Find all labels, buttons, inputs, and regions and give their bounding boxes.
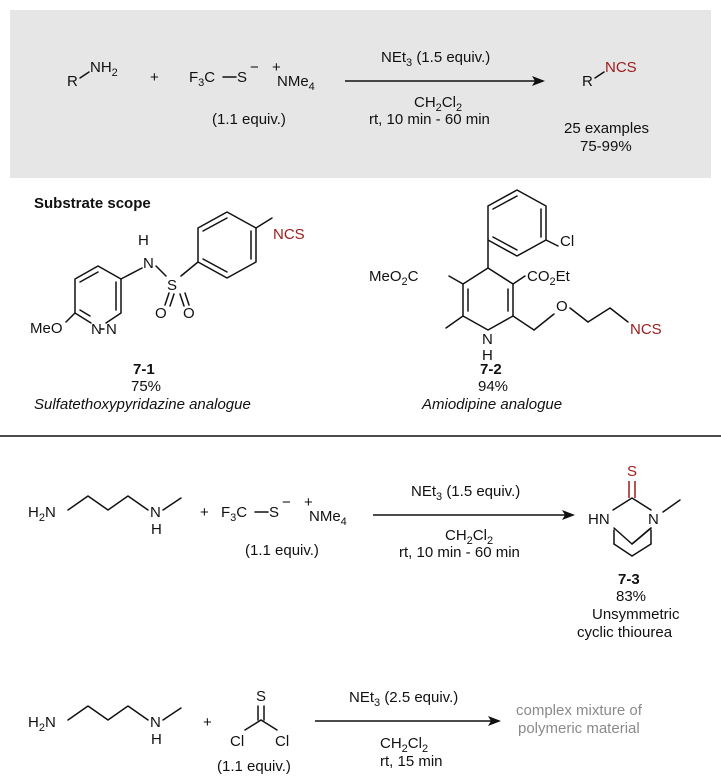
reagent-cf3-middle: F3C [221,504,247,524]
top-reaction-panel [10,10,711,178]
bottom-condition-solvent: CH2Cl2 [380,735,428,755]
sulfonamide-h: H [138,232,149,249]
reagent-equiv-middle: (1.1 equiv.) [245,542,319,559]
compound-7-1-name: Sulfatethoxypyridazine analogue [34,396,251,413]
trifluoromethanethiolate-reagent-middle: F3C S − + NMe4 (1.1 equiv.) [221,494,347,559]
sulfonyl-o2: O [183,305,195,322]
middle-condition-time: rt, 10 min - 60 min [399,544,520,561]
reagent-nme4: NMe4 [277,73,315,93]
compound2-ncs: NCS [630,321,662,338]
diamine-nh-n: N [150,504,161,521]
methyl-ester-label: MeO2C [369,268,419,288]
diamine-nh-h-bottom: H [151,731,162,748]
dihydropyridine-n: N [482,331,493,348]
thiophosgene-reagent: S Cl Cl (1.1 equiv.) [217,688,291,775]
diamine-nh-h: H [151,521,162,538]
diamine-nh-n-bottom: N [150,714,161,731]
dihydropyridine-h: H [482,347,493,364]
reagent-plus-middle: + [304,494,313,511]
thiophosgene-equiv: (1.1 equiv.) [217,758,291,775]
reagent-minus-middle: − [282,494,291,511]
diamine-reactant-bottom: H2N N H [28,705,182,748]
compound-7-3-number: 7-3 [618,571,640,588]
arrowhead-icon [562,510,575,520]
chlorine-label: Cl [560,233,574,250]
arrowhead-icon [532,76,545,86]
compound-7-2-number: 7-2 [480,361,502,378]
reagent-plus-charge: + [272,59,281,76]
sulfonamide-n: N [143,255,154,272]
thiophosgene-cl2: Cl [275,733,289,750]
compound-7-1-yield: 75% [131,378,161,395]
bottom-condition-base: NEt3 (2.5 equiv.) [349,689,458,709]
product-yield-range: 75-99% [580,138,632,155]
thiourea-hn: HN [588,511,610,528]
ether-o: O [556,298,568,315]
reagent-cf3: F3C [189,69,215,89]
sulfonyl-s: S [167,277,177,294]
pyridazine-n2: N [106,321,117,338]
cyclic-thiourea-product: S HN N [588,463,681,557]
substrate-scope-heading: Substrate scope [34,195,151,212]
middle-condition-base: NEt3 (1.5 equiv.) [411,483,520,503]
product-examples: 25 examples [564,120,649,137]
thiourea-sulfur: S [627,463,637,480]
reagent-sulfur: S [237,69,247,86]
bottom-outcome-line1: complex mixture of [516,702,643,719]
compound-7-3-desc2: cyclic thiourea [577,624,673,641]
reagent-nme4-middle: NMe4 [309,508,347,528]
compound-7-2-yield: 94% [478,378,508,395]
top-condition-solvent: CH2Cl2 [414,94,462,114]
ethyl-ester-label: CO2Et [527,268,571,288]
isothiocyanate-product: R NCS 25 examples 75-99% [564,59,649,155]
reagent-sulfur-middle: S [269,504,279,521]
bottom-outcome-line2: polymeric material [518,720,640,737]
compound-7-1-number: 7-1 [133,361,155,378]
methoxy-label: MeO [30,320,63,337]
sulfonyl-o1: O [155,305,167,322]
middle-condition-solvent: CH2Cl2 [445,527,493,547]
pyridazine-n1: N [91,321,102,338]
thiophosgene-s: S [256,688,266,705]
plus-sign-middle: + [200,504,209,521]
compound-7-3-yield: 83% [616,588,646,605]
plus-sign: + [150,69,159,86]
top-condition-time: rt, 10 min - 60 min [369,111,490,128]
amine-r-group: R [67,73,78,90]
diamine-h2n-bottom: H2N [28,714,56,734]
compound-7-3-desc1: Unsymmetric [592,606,680,623]
arrowhead-icon [488,716,501,726]
compound1-ncs: NCS [273,226,305,243]
compound-7-2-structure: Cl MeO2C CO2Et N H O NCS [369,189,662,364]
top-condition-base: NEt3 (1.5 equiv.) [381,49,490,69]
trifluoromethanethiolate-reagent: F3C S − + NMe4 (1.1 equiv.) [189,59,315,128]
reagent-equiv: (1.1 equiv.) [212,111,286,128]
diamine-h2n: H2N [28,504,56,524]
compound-7-2-name: Amiodipine analogue [421,396,562,413]
plus-sign-bottom: + [203,714,212,731]
product-r-group: R [582,73,593,90]
amine-nh-label: NH2 [90,59,118,79]
compound-7-1-structure: N N MeO H N S O O NCS [30,211,305,338]
product-ncs: NCS [605,59,637,76]
bottom-condition-time: rt, 15 min [380,753,443,770]
thiourea-n: N [648,511,659,528]
diamine-reactant-middle: H2N N H [28,495,182,538]
thiophosgene-cl1: Cl [230,733,244,750]
amine-reactant: R NH2 [67,59,118,90]
reagent-minus-charge: − [250,59,259,76]
